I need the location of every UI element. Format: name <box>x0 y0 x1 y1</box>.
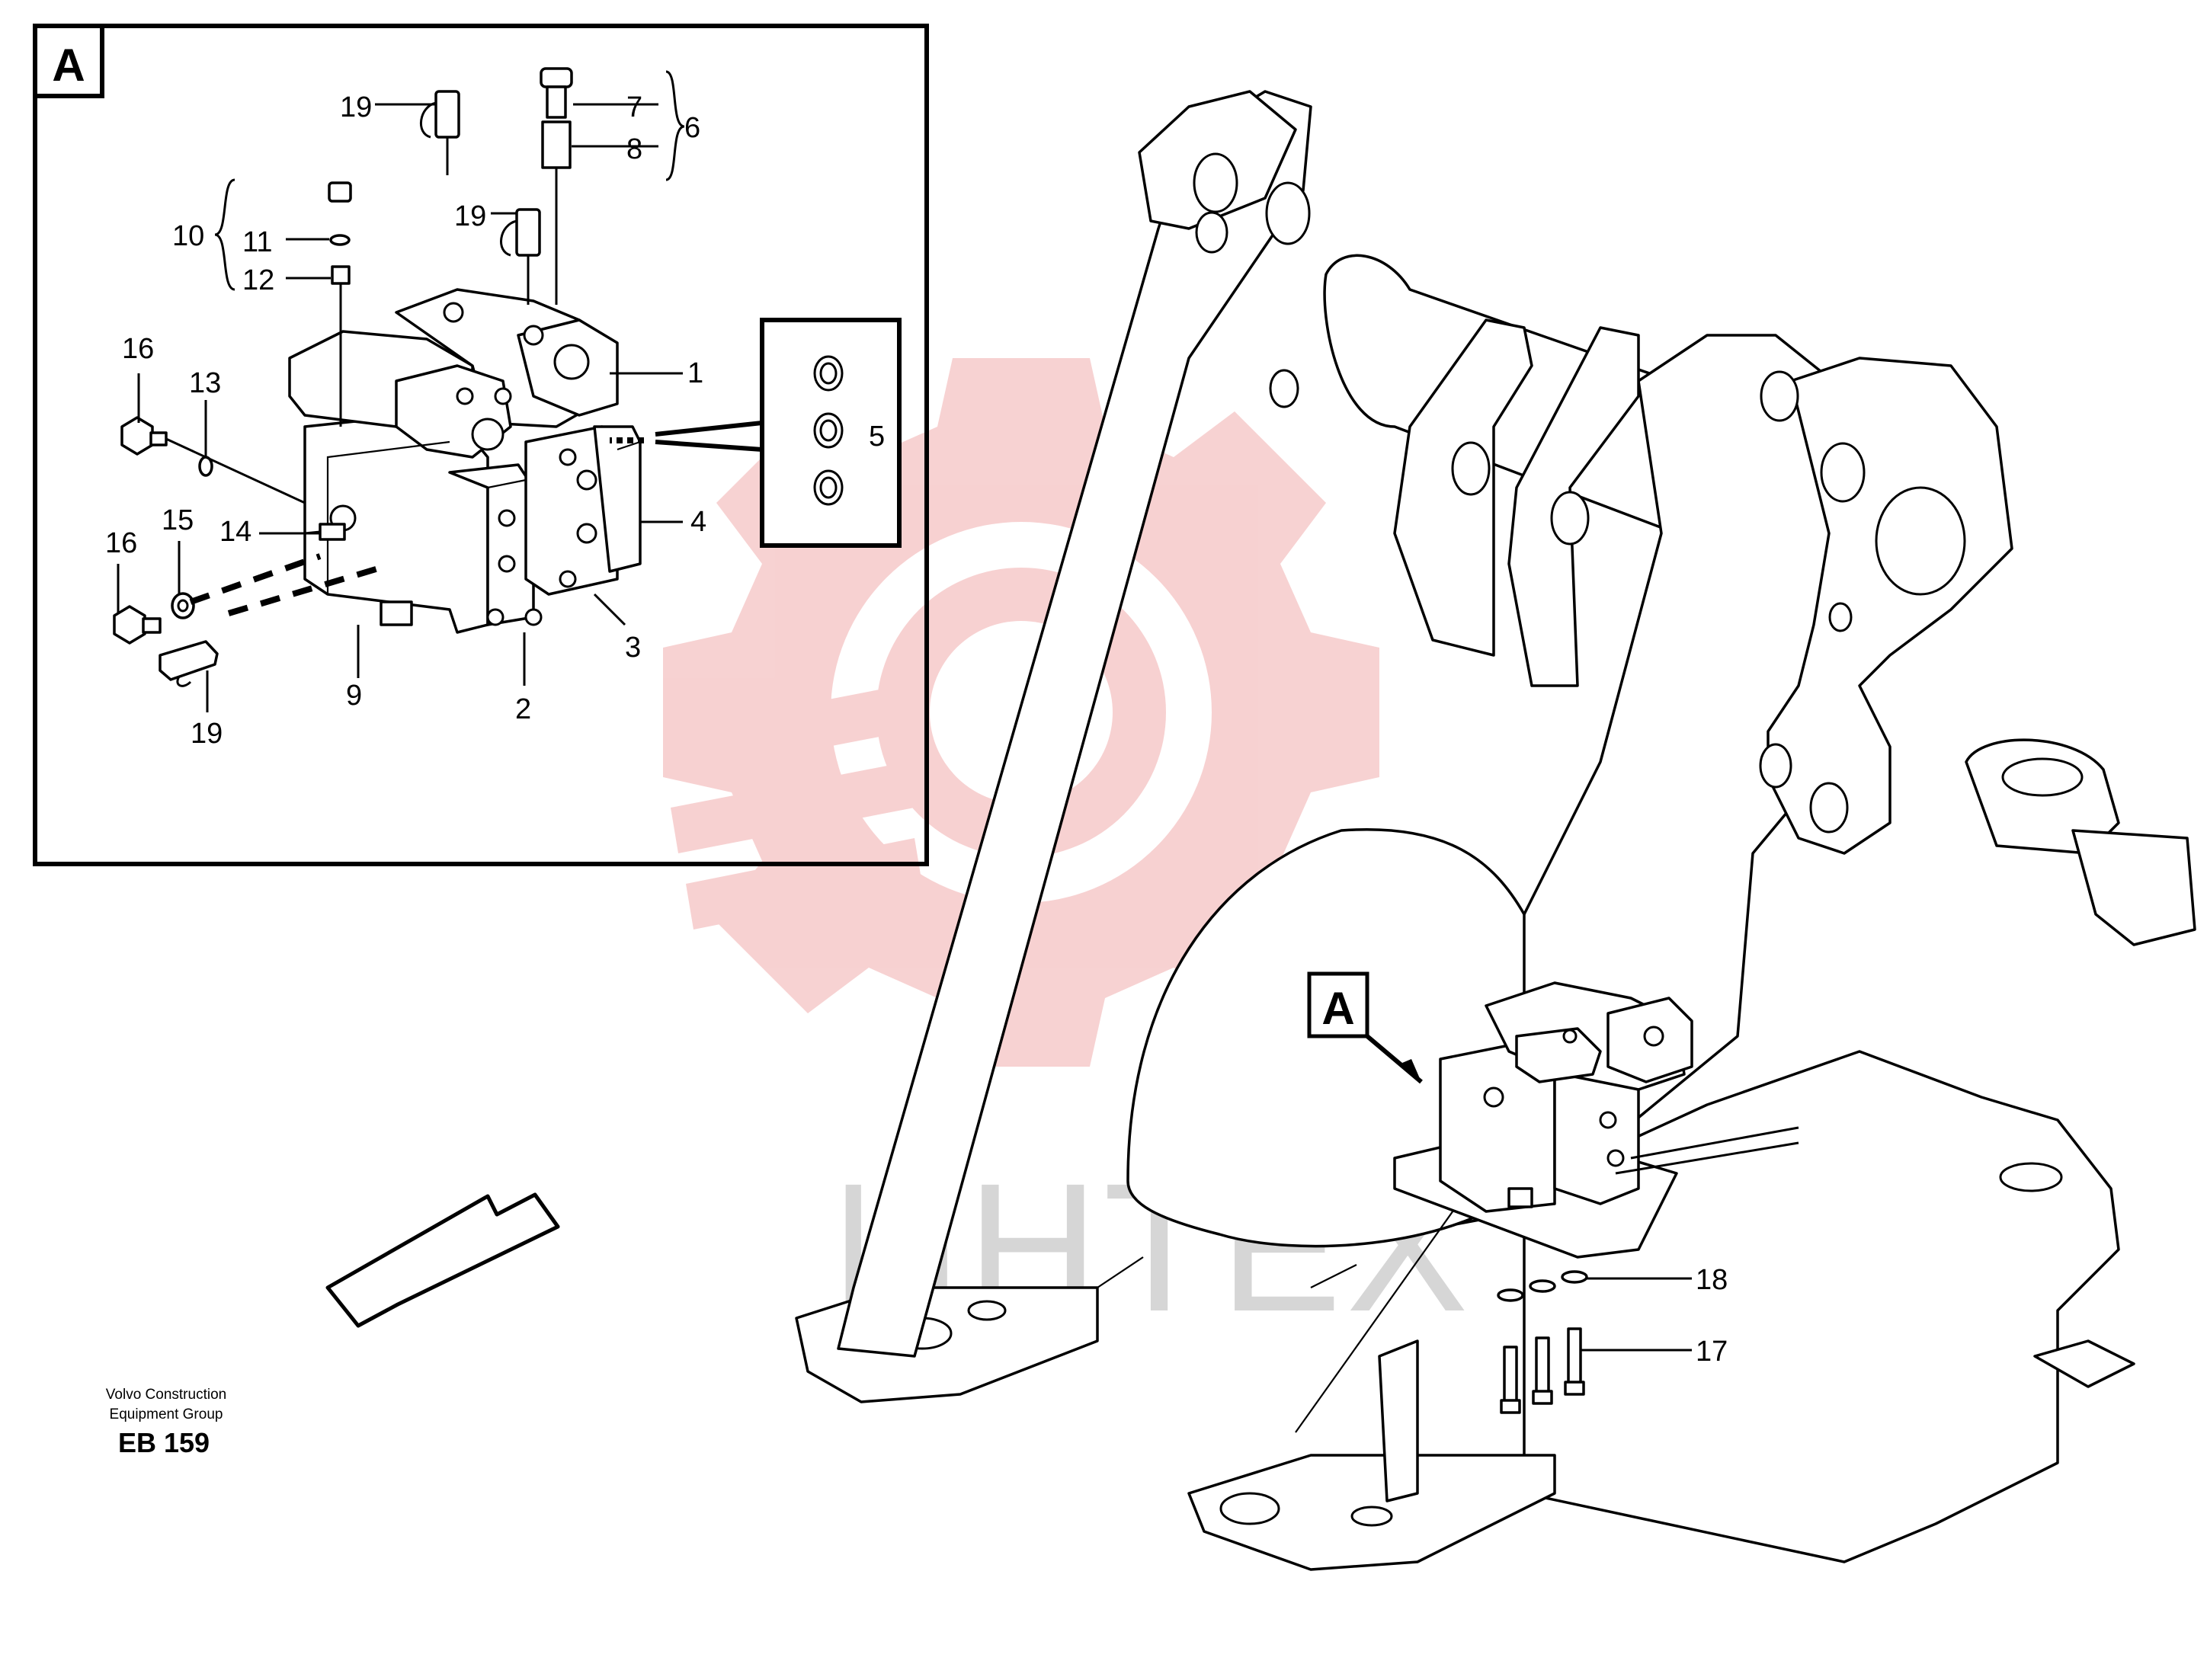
label-14: 14 <box>219 516 251 548</box>
label-17: 17 <box>1696 1336 1728 1368</box>
callout-label: A <box>1321 983 1354 1034</box>
fitting-19-mid <box>500 208 541 305</box>
label-13: 13 <box>189 367 221 399</box>
label-8: 8 <box>626 133 642 165</box>
label-15: 15 <box>162 504 194 536</box>
screw-7-8 <box>540 67 573 305</box>
detail-label: A <box>52 40 85 91</box>
label-2: 2 <box>515 693 531 725</box>
label-9: 9 <box>346 680 362 712</box>
plug-16-13-upper <box>120 416 306 504</box>
detail-part-labels: 19 7 8 6 19 10 11 12 1 16 13 5 4 15 14 1… <box>105 91 885 750</box>
label-4: 4 <box>690 506 706 538</box>
label-10: 10 <box>172 220 204 252</box>
label-16-upper: 16 <box>122 333 154 365</box>
company-line-1: Volvo Construction <box>106 1387 226 1403</box>
company-line-2: Equipment Group <box>110 1406 223 1422</box>
direction-arrow <box>325 1192 560 1328</box>
label-3: 3 <box>625 632 641 664</box>
label-19-lower: 19 <box>191 718 223 750</box>
loader-front-frame <box>795 90 2196 1571</box>
label-16-lower: 16 <box>105 527 137 559</box>
label-18: 18 <box>1696 1264 1728 1296</box>
label-5: 5 <box>869 421 885 453</box>
fitting-19-lower <box>159 640 219 687</box>
plug-16-15-lower <box>113 553 383 645</box>
control-valve-installed <box>1393 981 1799 1259</box>
mounting-bolts: 18 17 <box>1497 1264 1728 1414</box>
detail-view-a: A <box>33 24 929 866</box>
label-19-top: 19 <box>340 91 372 123</box>
detail-label-box <box>33 24 104 98</box>
drawing-code: EB 159 <box>118 1427 210 1458</box>
o-ring-inset <box>610 318 902 548</box>
label-11: 11 <box>242 226 272 258</box>
screw-11-12 <box>328 181 352 427</box>
footer: Volvo Construction Equipment Group EB 15… <box>106 1387 226 1458</box>
label-12: 12 <box>242 264 274 296</box>
label-7: 7 <box>626 91 642 123</box>
label-1: 1 <box>687 357 703 389</box>
label-6: 6 <box>684 112 700 144</box>
control-valve-detail <box>288 288 642 634</box>
label-19-mid: 19 <box>454 200 486 232</box>
plug-14 <box>304 523 346 541</box>
callout-a: A <box>1307 971 1423 1084</box>
